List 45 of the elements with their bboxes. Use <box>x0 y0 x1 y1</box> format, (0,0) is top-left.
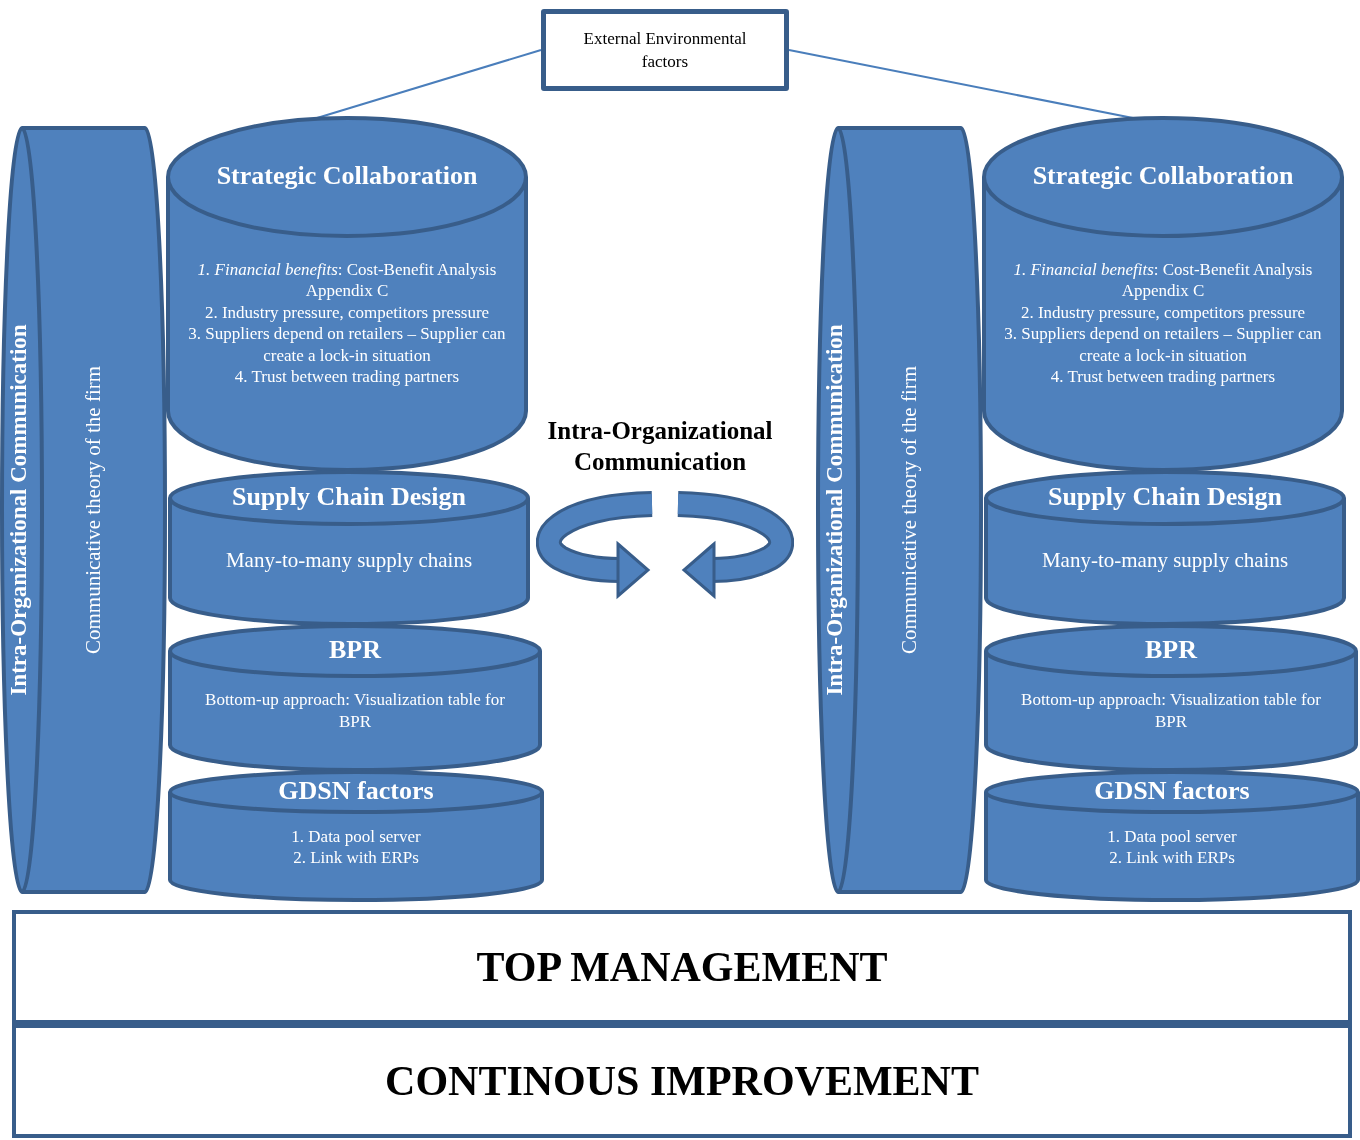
cylinder <box>986 472 1344 624</box>
cylinder <box>818 128 981 892</box>
vertical-heading: Intra-Organizational Communication <box>822 324 848 696</box>
banner-heading: CONTINOUS IMPROVEMENT <box>385 1057 979 1105</box>
cylinder-heading: GDSN factors <box>1093 777 1251 806</box>
cylinder <box>170 626 540 770</box>
connector-line <box>316 49 542 119</box>
list-item: 3. Suppliers depend on retailers – Supplier can create a lock-in situation <box>188 323 506 366</box>
list-item: 1. Financial benefits: Cost-Benefit Analysis Appendix C <box>196 258 498 302</box>
box-text: External Environmental factors <box>582 28 748 73</box>
cylinder-heading: Strategic Collaboration <box>1031 162 1295 191</box>
cylinder <box>170 772 542 900</box>
vertical-text: Communicative theory of the firm <box>81 365 106 655</box>
banner-box <box>12 910 1352 1024</box>
banner-box <box>12 1024 1352 1138</box>
body-text: Many-to-many supply chains <box>1041 550 1289 572</box>
list-item: 1. Data pool server <box>291 825 421 847</box>
center-heading: Intra-Organizational Communication <box>546 416 774 477</box>
list-item: 2. Link with ERPs <box>293 847 419 869</box>
cylinder <box>986 626 1356 770</box>
cylinder <box>2 128 165 892</box>
list-item: 1. Data pool server <box>1107 825 1237 847</box>
cylinder-heading: BPR <box>328 636 383 665</box>
cylinder-heading: Strategic Collaboration <box>215 162 479 191</box>
cylinder <box>170 472 528 624</box>
cylinder-heading: GDSN factors <box>277 777 435 806</box>
cylinder-heading: BPR <box>1144 636 1199 665</box>
vertical-heading: Intra-Organizational Communication <box>6 324 32 696</box>
cylinder-heading: Supply Chain Design <box>230 483 468 512</box>
vertical-text: Communicative theory of the firm <box>897 365 922 655</box>
body-text: Bottom-up approach: Visualization table for BPR <box>204 689 506 732</box>
banner-heading: TOP MANAGEMENT <box>476 943 888 991</box>
list-item: 2. Industry pressure, competitors pressure <box>204 301 490 323</box>
list-item: 2. Link with ERPs <box>1109 847 1235 869</box>
list-item: 3. Suppliers depend on retailers – Supplier can create a lock-in situation <box>1004 323 1322 366</box>
cylinder <box>986 772 1358 900</box>
list-item: 2. Industry pressure, competitors pressure <box>1020 301 1306 323</box>
list-item: 4. Trust between trading partners <box>234 366 460 388</box>
body-text: Many-to-many supply chains <box>225 550 473 572</box>
list-item: 1. Financial benefits: Cost-Benefit Analysis Appendix C <box>1012 258 1314 302</box>
list-item: 4. Trust between trading partners <box>1050 366 1276 388</box>
text-box <box>541 9 789 91</box>
cylinder-heading: Supply Chain Design <box>1046 483 1284 512</box>
connector-line <box>788 49 1134 119</box>
body-text: Bottom-up approach: Visualization table for BPR <box>1020 689 1322 732</box>
